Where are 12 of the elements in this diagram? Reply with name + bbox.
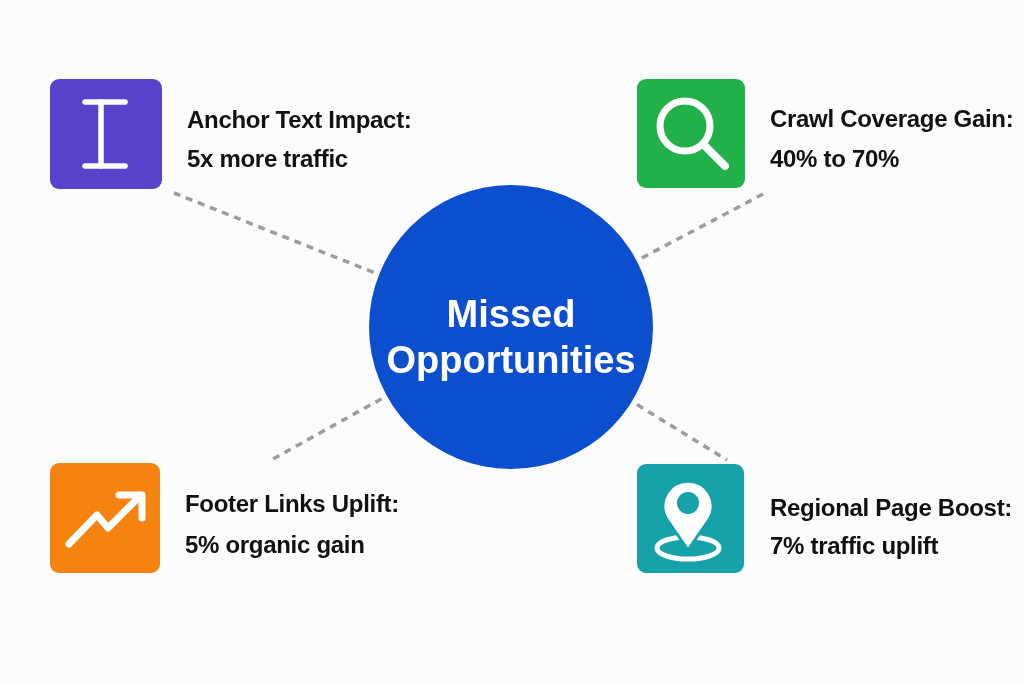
- stat-heading: Crawl Coverage Gain:: [770, 104, 1014, 133]
- stat-heading: Regional Page Boost:: [770, 493, 1013, 522]
- hub-title: Missed Opportunities: [386, 292, 636, 383]
- stat-value: 40% to 70%: [770, 144, 900, 173]
- dashed-connector: [173, 191, 375, 274]
- stat-heading: Footer Links Uplift:: [185, 489, 399, 518]
- stat-heading: Anchor Text Impact:: [187, 105, 412, 134]
- dashed-connector: [272, 397, 383, 461]
- stat-value: 5x more traffic: [187, 144, 348, 173]
- stat-value: 5% organic gain: [185, 530, 365, 559]
- dashed-connector: [636, 403, 728, 462]
- stat-value: 7% traffic uplift: [770, 531, 939, 560]
